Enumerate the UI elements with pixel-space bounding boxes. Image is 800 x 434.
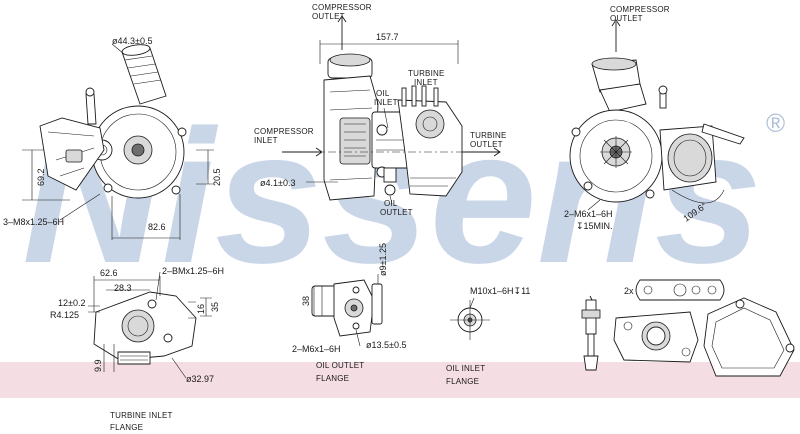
dim-h16: 16 xyxy=(196,304,206,314)
center-side-view xyxy=(282,15,501,205)
dim-h20: 20.5 xyxy=(212,168,222,186)
dim-d32: ø32.97 xyxy=(186,374,214,384)
dim-d44: ø44.3±0.5 xyxy=(112,36,152,46)
label-oil-inlet-2: INLET xyxy=(374,98,398,107)
dim-m8: 3–M8x1.25–6H xyxy=(3,217,64,227)
dim-m10: M10x1–6H↧11 xyxy=(470,286,530,296)
turbine-inlet-flange-view xyxy=(88,271,212,379)
dim-m8-2: 2–BMx1.25–6H xyxy=(162,266,224,276)
right-turbine-view xyxy=(569,19,745,211)
dim-m6-oil: 2–M6x1–6H xyxy=(292,344,341,354)
dim-t12: 12±0.2 xyxy=(58,298,85,308)
dim-w82: 82.6 xyxy=(148,222,166,232)
dim-d13: ø13.5±0.5 xyxy=(366,340,406,350)
dim-h35: 35 xyxy=(210,302,220,312)
label-oil-inlet-flange-1: OIL INLET xyxy=(446,364,485,373)
oil-outlet-flange-view xyxy=(311,274,383,347)
dim-two-x: 2x xyxy=(624,286,634,296)
label-compressor-outlet-right-2: OUTLET xyxy=(610,14,643,23)
dim-w157: 157.7 xyxy=(376,32,399,42)
dim-min15: ↧15MIN. xyxy=(576,221,613,231)
label-turbine-inlet-flange-2: FLANGE xyxy=(110,423,143,432)
label-compressor-outlet-right-1: COMPRESSOR xyxy=(610,5,670,14)
gaskets-and-oil-pipe xyxy=(581,279,795,377)
dim-w28: 28.3 xyxy=(114,283,132,293)
label-oil-outlet-flange-2: FLANGE xyxy=(316,374,349,383)
registered-mark: ® xyxy=(766,108,785,138)
left-compressor-view xyxy=(22,43,214,240)
dim-d41: ø4.1±0.3 xyxy=(260,178,295,188)
label-compressor-inlet-1: COMPRESSOR xyxy=(254,127,314,136)
label-turbine-inlet-flange-1: TURBINE INLET xyxy=(110,411,173,420)
dim-r4: R4.125 xyxy=(50,310,79,320)
dim-h38: 38 xyxy=(301,296,311,306)
label-compressor-outlet-top-2: OUTLET xyxy=(312,12,345,21)
dim-h69: 69.2 xyxy=(36,168,46,186)
label-turbine-inlet-1: TURBINE xyxy=(408,69,445,78)
oil-inlet-flange-view xyxy=(450,297,490,340)
dim-m6-right: 2–M6x1–6H xyxy=(564,209,613,219)
label-turbine-inlet-2: INLET xyxy=(414,78,438,87)
label-oil-outlet-2: OUTLET xyxy=(380,208,413,217)
dim-d9: ø9±1.25 xyxy=(378,243,388,276)
label-oil-outlet-1: OIL xyxy=(384,199,398,208)
label-turbine-outlet-2: OUTLET xyxy=(470,140,503,149)
label-oil-inlet-1: OIL xyxy=(376,89,390,98)
dim-h9: 9.9 xyxy=(93,359,103,372)
label-compressor-inlet-2: INLET xyxy=(254,136,278,145)
label-oil-inlet-flange-2: FLANGE xyxy=(446,377,479,386)
label-compressor-outlet-top-1: COMPRESSOR xyxy=(312,3,372,12)
label-turbine-outlet-1: TURBINE xyxy=(470,131,507,140)
pink-band xyxy=(0,362,800,398)
label-oil-outlet-flange-1: OIL OUTLET xyxy=(316,361,364,370)
dim-w62: 62.6 xyxy=(100,268,118,278)
